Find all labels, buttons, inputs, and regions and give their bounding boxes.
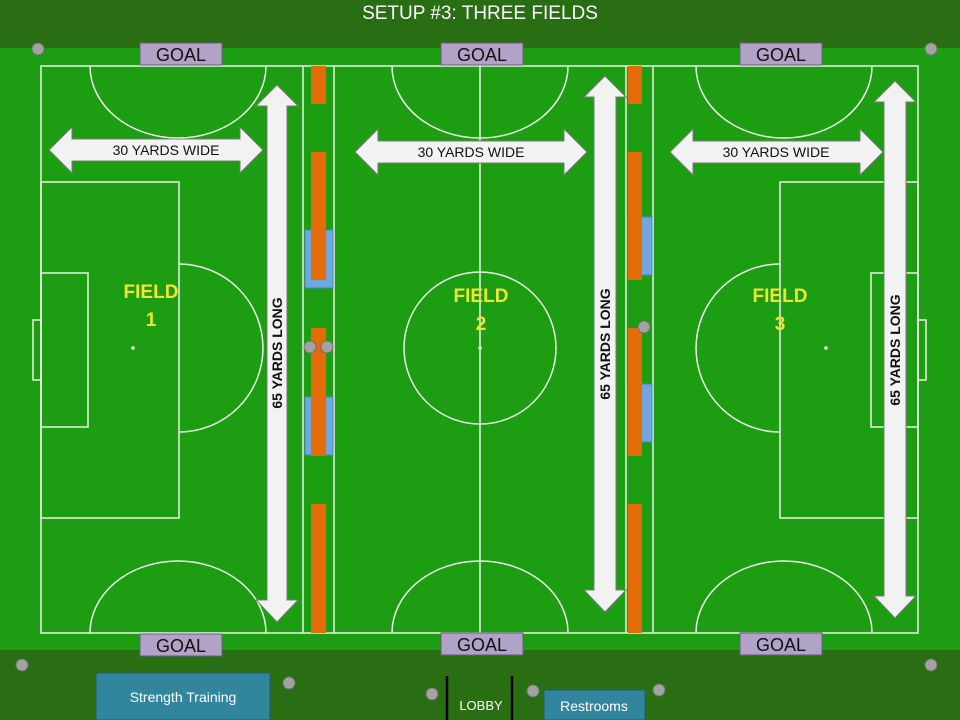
goal-top-3-box <box>739 42 823 66</box>
goal-top-1-box <box>139 42 223 66</box>
field1-width-arrow-shape <box>48 125 264 175</box>
field1-label-line1: FIELD <box>124 282 179 303</box>
restrooms-box <box>543 689 646 720</box>
goal-top-1: GOAL <box>139 42 223 66</box>
goal-bottom-3-label: GOAL <box>756 635 806 655</box>
field2-bottom-arc <box>391 560 569 634</box>
field2-width-arrow-shape <box>354 127 588 177</box>
field3-length-arrow: 65 YARDS LONG <box>872 80 918 619</box>
goal-bottom-3-box <box>739 632 823 656</box>
divider-right <box>627 66 653 633</box>
post-lobby-left <box>425 687 439 701</box>
field3-label-line1: FIELD <box>753 286 808 307</box>
field1-penalty-spot <box>131 346 135 350</box>
post-center-left-a <box>303 340 317 354</box>
field3-markings <box>695 65 927 634</box>
field3-top-arc <box>695 65 873 139</box>
field2-length-label: 65 YARDS LONG <box>597 288 613 399</box>
field1-width-arrow: 30 YARDS WIDE <box>48 125 264 175</box>
restrooms-room: Restrooms <box>543 689 646 720</box>
divider-left <box>304 66 334 633</box>
post-center-right <box>637 320 651 334</box>
field3-length-arrow-shape <box>872 80 918 619</box>
divider-right-curtain-1 <box>628 66 642 104</box>
post-bottom-left <box>15 658 29 672</box>
post-top-right <box>924 42 938 56</box>
restrooms-label: Restrooms <box>560 698 628 714</box>
field1-top-arc <box>89 65 267 139</box>
field2-length-arrow: 65 YARDS LONG <box>582 75 628 613</box>
strength-training-box <box>95 672 271 720</box>
goal-top-3-label: GOAL <box>756 45 806 65</box>
field3-penalty-spot <box>824 346 828 350</box>
strength-training-room: Strength Training <box>95 672 271 720</box>
field3-bottom-arc <box>695 560 873 634</box>
goal-bottom-1-box <box>139 633 223 657</box>
goal-bottom-1-label: GOAL <box>156 636 206 656</box>
field1-goal-frame <box>32 319 42 381</box>
field1-length-label: 65 YARDS LONG <box>269 297 285 408</box>
goal-top-1-label: GOAL <box>156 45 206 65</box>
field1-markings <box>32 65 267 634</box>
divider-left-curtain-4 <box>311 504 326 633</box>
field3-width-arrow-shape <box>669 127 884 177</box>
goal-bottom-2: GOAL <box>440 632 524 656</box>
divider-right-curtain-2 <box>628 152 642 280</box>
field3-label-line2: 3 <box>775 314 786 335</box>
field2-length-arrow-shape <box>582 75 628 613</box>
field3-width-arrow: 30 YARDS WIDE <box>669 127 884 177</box>
divider-left-curtain-1 <box>311 66 326 104</box>
post-lobby-right <box>526 684 540 698</box>
field1-length-arrow-shape <box>254 84 300 623</box>
field3-penalty-arc <box>695 263 781 433</box>
page-title: SETUP #3: THREE FIELDS <box>362 3 598 24</box>
divider-left-curtain-3 <box>311 328 326 456</box>
post-restrooms <box>652 683 666 697</box>
post-center-left-b <box>320 340 334 354</box>
post-top-left <box>31 42 45 56</box>
lobby-label: LOBBY <box>459 698 503 713</box>
divider-right-curtain-4 <box>628 504 642 633</box>
field2-width-arrow: 30 YARDS WIDE <box>354 127 588 177</box>
field3-goal-frame <box>917 319 927 381</box>
field2-label-line2: 2 <box>476 314 487 335</box>
divider-left-curtain-2 <box>311 152 326 280</box>
field1-width-label: 30 YARDS WIDE <box>113 142 220 158</box>
divider-right-curtain-3 <box>628 328 642 456</box>
field3-length-label: 65 YARDS LONG <box>887 294 903 405</box>
goal-top-2-label: GOAL <box>457 45 507 65</box>
field2-label-line1: FIELD <box>454 286 509 307</box>
goal-bottom-2-box <box>440 632 524 656</box>
lobby-entrance: LOBBY <box>445 676 514 720</box>
field3-width-label: 30 YARDS WIDE <box>723 144 830 160</box>
goal-top-3: GOAL <box>739 42 823 66</box>
goal-top-2-box <box>440 42 524 66</box>
field2-markings <box>391 65 569 634</box>
field2-center-spot <box>478 346 482 350</box>
goal-top-2: GOAL <box>440 42 524 66</box>
field2-width-label: 30 YARDS WIDE <box>418 144 525 160</box>
goal-bottom-3: GOAL <box>739 632 823 656</box>
field2-top-arc <box>391 65 569 139</box>
field2-center-circle <box>403 271 557 425</box>
field1-label-line2: 1 <box>146 310 157 331</box>
post-bottom-right <box>924 658 938 672</box>
goal-bottom-2-label: GOAL <box>457 635 507 655</box>
field1-penalty-arc <box>178 263 264 433</box>
goal-bottom-1: GOAL <box>139 633 223 657</box>
field1-length-arrow: 65 YARDS LONG <box>254 84 300 623</box>
post-strength-training <box>282 676 296 690</box>
strength-training-label: Strength Training <box>130 689 237 705</box>
